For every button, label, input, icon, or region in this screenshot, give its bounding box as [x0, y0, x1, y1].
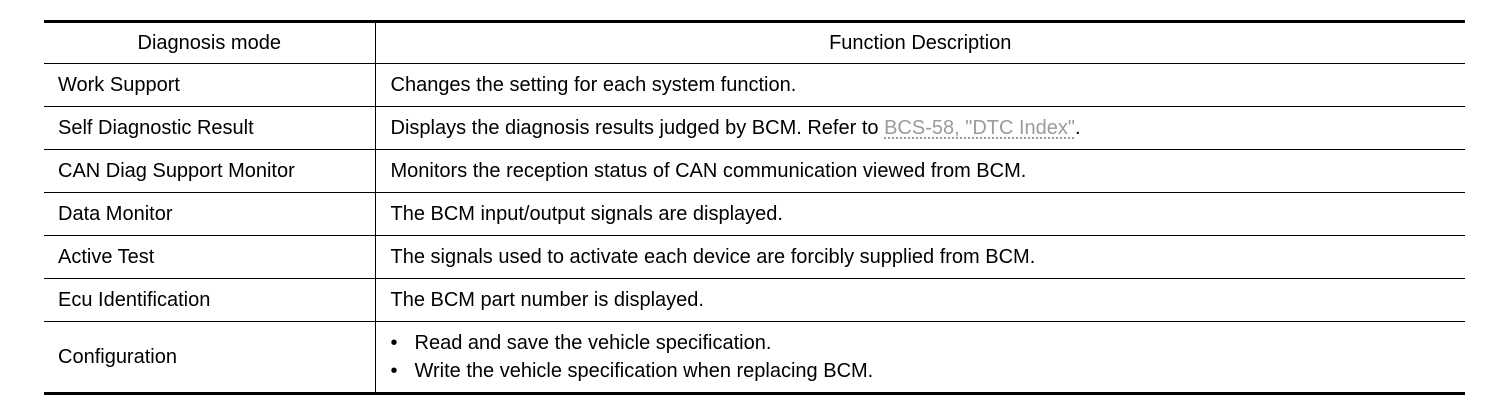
- table-row: CAN Diag Support Monitor Monitors the re…: [44, 149, 1465, 193]
- mode-cell: Configuration: [44, 321, 376, 395]
- table-row: Configuration • Read and save the vehicle…: [44, 321, 1465, 395]
- table-row: Ecu Identification The BCM part number i…: [44, 278, 1465, 322]
- bullet-icon: •: [390, 332, 398, 354]
- table-row: Work Support Changes the setting for eac…: [44, 63, 1465, 107]
- bullet-item: • Write the vehicle specification when re…: [391, 357, 1452, 385]
- mode-cell: Self Diagnostic Result: [44, 106, 376, 150]
- table-row: Active Test The signals used to activate…: [44, 235, 1465, 279]
- bullet-item: • Read and save the vehicle specification…: [391, 329, 1452, 357]
- mode-cell: CAN Diag Support Monitor: [44, 149, 376, 193]
- dtc-index-reference-link[interactable]: BCS-58, "DTC Index": [884, 117, 1076, 139]
- description-cell: Changes the setting for each system func…: [375, 63, 1465, 107]
- description-suffix: .: [1075, 117, 1081, 139]
- bullet-text: Write the vehicle specification when rep…: [414, 360, 874, 382]
- diagnosis-mode-table: Diagnosis mode Function Description Work…: [44, 20, 1465, 395]
- description-cell: The BCM input/output signals are display…: [375, 192, 1465, 236]
- mode-cell: Work Support: [44, 63, 376, 107]
- mode-cell: Data Monitor: [44, 192, 376, 236]
- description-text: Displays the diagnosis results judged by…: [390, 117, 885, 139]
- bullet-icon: •: [390, 360, 398, 382]
- header-function-description: Function Description: [375, 20, 1465, 64]
- bullet-text: Read and save the vehicle specification.: [414, 332, 772, 354]
- description-cell: Monitors the reception status of CAN com…: [375, 149, 1465, 193]
- mode-cell: Active Test: [44, 235, 376, 279]
- table-row: Data Monitor The BCM input/output signal…: [44, 192, 1465, 236]
- description-cell: • Read and save the vehicle specification…: [375, 321, 1465, 395]
- table-header-row: Diagnosis mode Function Description: [44, 20, 1465, 64]
- table-row: Self Diagnostic Result Displays the diag…: [44, 106, 1465, 150]
- mode-cell: Ecu Identification: [44, 278, 376, 322]
- header-diagnosis-mode: Diagnosis mode: [44, 20, 376, 64]
- description-cell: The BCM part number is displayed.: [375, 278, 1465, 322]
- description-cell: Displays the diagnosis results judged by…: [375, 106, 1465, 150]
- bullet-list: • Read and save the vehicle specification…: [391, 329, 1452, 385]
- description-cell: The signals used to activate each device…: [375, 235, 1465, 279]
